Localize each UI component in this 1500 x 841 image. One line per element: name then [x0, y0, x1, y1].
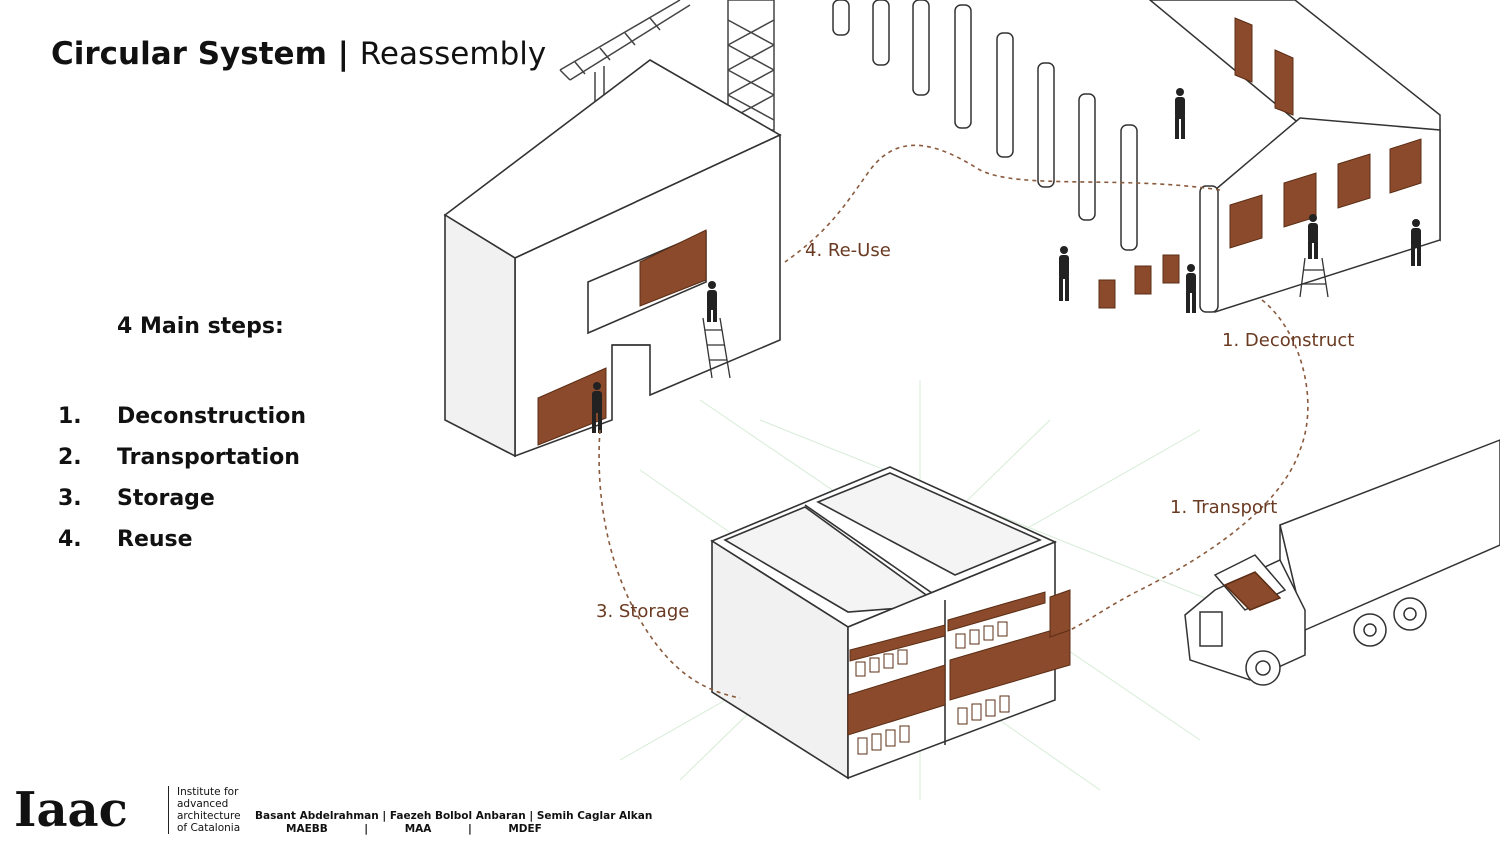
steps-list: 1.Deconstruction 2.Transportation 3.Stor… [58, 396, 306, 560]
step-number: 4. [58, 527, 117, 552]
step-item: 1.Deconstruction [58, 396, 306, 437]
step-item: 4.Reuse [58, 519, 306, 560]
iaac-logo-text: Iaac [14, 782, 128, 836]
label-storage: 3. Storage [596, 601, 689, 622]
steps-heading: 4 Main steps: [117, 314, 284, 339]
step-number: 3. [58, 486, 117, 511]
iaac-logo: Iaac [14, 780, 164, 836]
label-deconstruct: 1. Deconstruct [1222, 330, 1354, 351]
label-transport: 1. Transport [1170, 497, 1277, 518]
circular-system-diagram: 4. Re-Use 1. Deconstruct 1. Transport 3.… [440, 0, 1500, 800]
step-item: 3.Storage [58, 478, 306, 519]
programs-line: MAEBB | MAA | MDEF [286, 823, 542, 835]
step-label: Deconstruction [117, 404, 306, 429]
truck-icon [1185, 440, 1500, 685]
step-label: Reuse [117, 527, 193, 552]
step-label: Storage [117, 486, 215, 511]
step-number: 2. [58, 445, 117, 470]
institute-name: Institute for advanced architecture of C… [168, 786, 241, 834]
authors-line: Basant Abdelrahman | Faezeh Bolbol Anbar… [255, 810, 652, 823]
reuse-building [445, 60, 780, 456]
stored-panels [1099, 255, 1179, 308]
title-bold: Circular System | [51, 36, 349, 72]
deconstruction-site [833, 0, 1440, 312]
step-item: 2.Transportation [58, 437, 306, 478]
label-reuse: 4. Re-Use [805, 240, 891, 261]
step-label: Transportation [117, 445, 300, 470]
step-number: 1. [58, 404, 117, 429]
